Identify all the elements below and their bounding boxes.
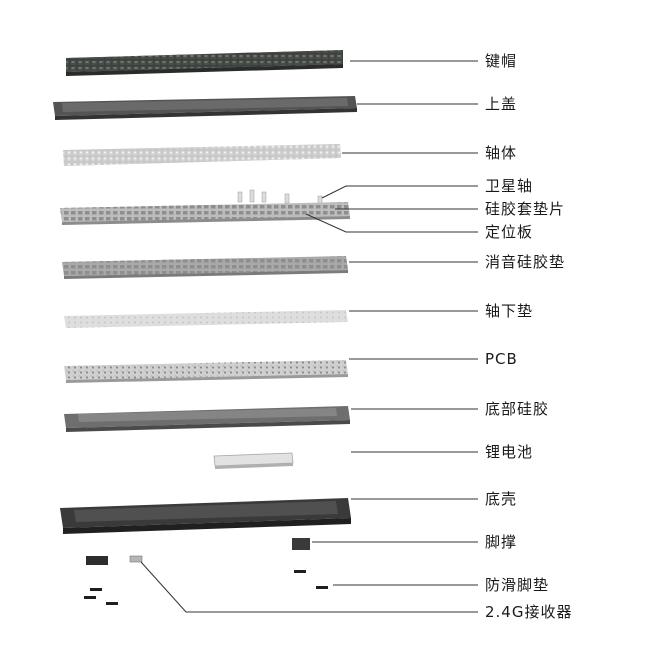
bottom-silicone-part	[64, 406, 350, 432]
label-bottom-silicone: 底部硅胶	[485, 400, 550, 418]
lithium-battery-part	[213, 452, 294, 469]
stabilizers-part	[237, 189, 323, 205]
label-bottom-case: 底壳	[485, 490, 518, 508]
sound-dampening-pad-part	[62, 256, 348, 279]
label-pcb: PCB	[485, 350, 518, 368]
label-top-case: 上盖	[485, 95, 518, 113]
anti-slip-pads-part	[84, 570, 328, 605]
plate-part	[60, 202, 350, 225]
label-receiver: 2.4G接收器	[485, 603, 573, 621]
kickstands-part	[86, 538, 310, 565]
label-switches: 轴体	[485, 144, 518, 162]
keycaps-part	[66, 50, 343, 76]
pcb-part	[64, 360, 348, 383]
label-lithium-battery: 锂电池	[485, 443, 534, 461]
label-anti-slip-pads: 防滑脚垫	[485, 576, 550, 594]
top-case-part	[53, 96, 357, 120]
label-keycaps: 键帽	[485, 52, 518, 70]
bottom-case-part	[60, 498, 351, 534]
receiver-part	[129, 555, 143, 563]
switch-pad-part	[64, 310, 348, 328]
label-sound-dampening-pad: 消音硅胶垫	[485, 253, 566, 271]
label-kickstand: 脚撑	[485, 533, 518, 551]
switches-part	[63, 144, 341, 166]
leader-lines	[140, 60, 478, 613]
label-silicone-sleeve: 硅胶套垫片	[485, 200, 566, 218]
label-plate: 定位板	[485, 223, 534, 241]
label-switch-pad: 轴下垫	[485, 302, 534, 320]
label-stabilizers: 卫星轴	[485, 177, 534, 195]
